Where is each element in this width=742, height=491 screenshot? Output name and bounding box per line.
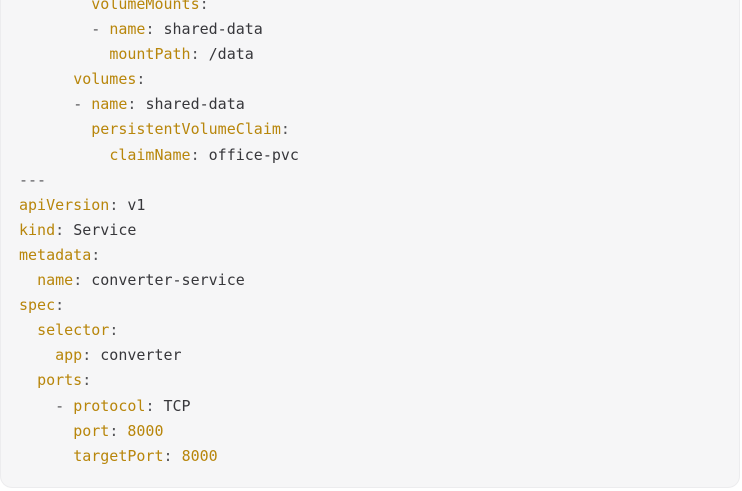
code-line: volumes: bbox=[19, 67, 299, 92]
colon: : bbox=[190, 45, 209, 64]
list-dash: - bbox=[55, 396, 74, 415]
colon: : bbox=[109, 421, 128, 440]
indent bbox=[19, 120, 91, 138]
yaml-key: targetPort bbox=[73, 446, 164, 465]
colon: : bbox=[136, 70, 146, 89]
yaml-number-value: 8000 bbox=[127, 421, 164, 440]
code-line: persistentVolumeClaim: bbox=[19, 117, 299, 142]
colon: : bbox=[109, 321, 119, 340]
yaml-value: shared-data bbox=[163, 20, 263, 39]
code-line: app: converter bbox=[19, 343, 299, 368]
indent bbox=[19, 346, 55, 364]
indent bbox=[19, 397, 55, 415]
yaml-key: selector bbox=[37, 321, 110, 340]
yaml-key: name bbox=[91, 95, 128, 114]
code-line: spec: bbox=[19, 293, 299, 318]
indent bbox=[19, 0, 91, 13]
yaml-key: port bbox=[73, 421, 110, 440]
code-line: ports: bbox=[19, 368, 299, 393]
code-line: name: converter-service bbox=[19, 268, 299, 293]
yaml-key: app bbox=[55, 346, 83, 365]
yaml-key: ports bbox=[37, 371, 83, 390]
list-dash: - bbox=[91, 20, 110, 39]
colon: : bbox=[82, 371, 92, 390]
yaml-key: protocol bbox=[73, 396, 146, 415]
indent bbox=[19, 371, 37, 389]
code-line: kind: Service bbox=[19, 218, 299, 243]
code-line: targetPort: 8000 bbox=[19, 444, 299, 469]
code-line: selector: bbox=[19, 318, 299, 343]
yaml-key: volumeMounts bbox=[91, 0, 200, 13]
yaml-key: claimName bbox=[109, 145, 191, 164]
yaml-key: mountPath bbox=[109, 45, 191, 64]
colon: : bbox=[73, 271, 92, 290]
indent bbox=[19, 321, 37, 339]
yaml-value: v1 bbox=[127, 195, 146, 214]
code-line: mountPath: /data bbox=[19, 42, 299, 67]
colon: : bbox=[127, 95, 146, 114]
code-line: claimName: office-pvc bbox=[19, 143, 299, 168]
colon: : bbox=[280, 120, 290, 139]
colon: : bbox=[199, 0, 209, 13]
yaml-key: volumes bbox=[73, 70, 137, 89]
colon: : bbox=[82, 346, 101, 365]
yaml-value: converter bbox=[100, 346, 182, 365]
yaml-key: apiVersion bbox=[19, 195, 110, 214]
colon: : bbox=[91, 245, 101, 264]
yaml-key: name bbox=[109, 20, 146, 39]
code-line: - name: shared-data bbox=[19, 17, 299, 42]
colon: : bbox=[163, 446, 182, 465]
code-line: --- bbox=[19, 168, 299, 193]
yaml-value: office-pvc bbox=[208, 145, 299, 164]
yaml-key: name bbox=[37, 271, 74, 290]
yaml-value: /data bbox=[208, 45, 254, 64]
indent bbox=[19, 271, 37, 289]
indent bbox=[19, 45, 109, 63]
indent bbox=[19, 146, 109, 164]
colon: : bbox=[55, 296, 65, 315]
yaml-key: kind bbox=[19, 220, 56, 239]
indent bbox=[19, 20, 91, 38]
yaml-value: shared-data bbox=[145, 95, 245, 114]
code-line: - protocol: TCP bbox=[19, 394, 299, 419]
code-line: metadata: bbox=[19, 243, 299, 268]
yaml-value: converter-service bbox=[91, 271, 245, 290]
yaml-number-value: 8000 bbox=[181, 446, 218, 465]
list-dash: - bbox=[73, 95, 92, 114]
colon: : bbox=[109, 195, 128, 214]
yaml-value: TCP bbox=[163, 396, 191, 415]
yaml-value: Service bbox=[73, 220, 137, 239]
indent bbox=[19, 95, 73, 113]
colon: : bbox=[145, 396, 164, 415]
colon: : bbox=[145, 20, 164, 39]
yaml-key: metadata bbox=[19, 245, 92, 264]
code-line: port: 8000 bbox=[19, 419, 299, 444]
yaml-key: persistentVolumeClaim bbox=[91, 120, 281, 139]
yaml-key: spec bbox=[19, 296, 56, 315]
document-separator: --- bbox=[19, 170, 47, 189]
code-line: - name: shared-data bbox=[19, 92, 299, 117]
indent bbox=[19, 70, 73, 88]
indent bbox=[19, 422, 73, 440]
indent bbox=[19, 447, 73, 465]
code-line: apiVersion: v1 bbox=[19, 193, 299, 218]
colon: : bbox=[55, 220, 74, 239]
colon: : bbox=[190, 145, 209, 164]
yaml-code: volumeMounts: - name: shared-data mountP… bbox=[19, 0, 299, 469]
code-line: volumeMounts: bbox=[19, 0, 299, 17]
